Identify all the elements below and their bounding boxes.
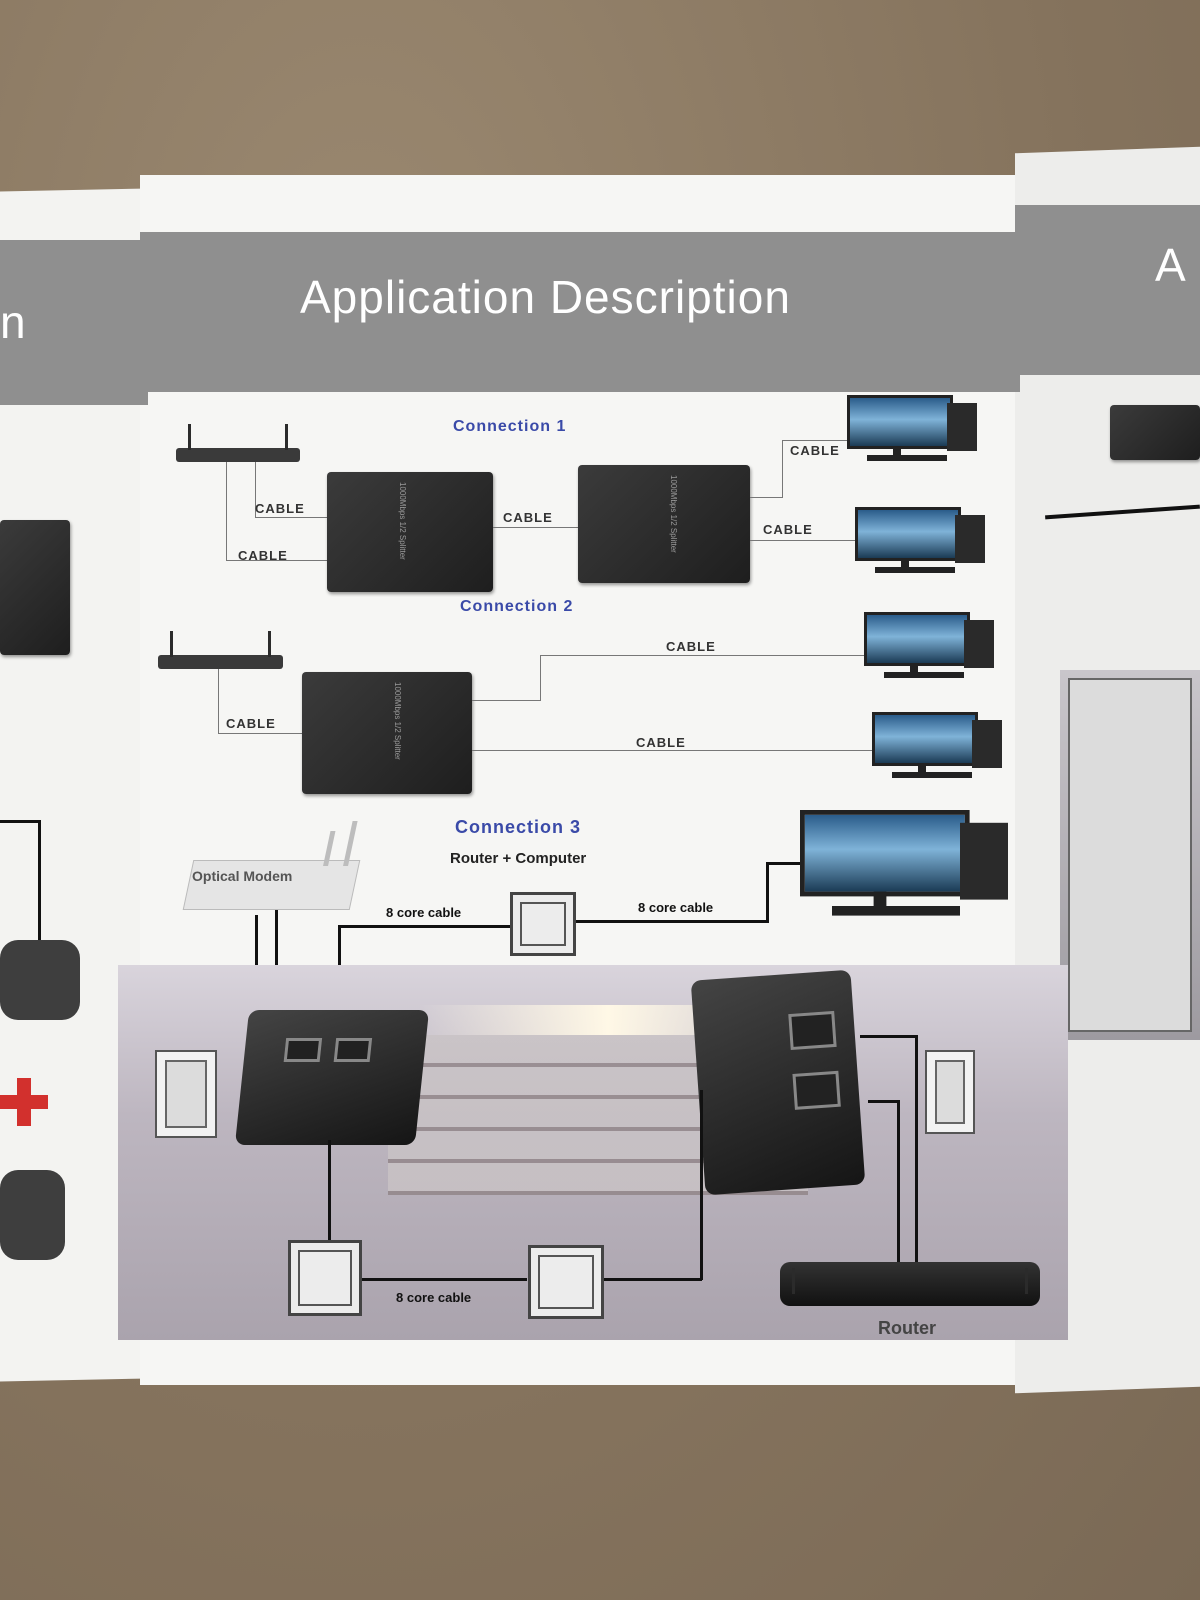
router-icon-1 (176, 424, 300, 462)
conn1-wire-d (226, 560, 327, 561)
ethernet-port-icon (788, 1010, 837, 1051)
conn2-wire-c (472, 700, 540, 701)
conn1-wire-f (750, 497, 782, 498)
conn3-wire-socket-right (576, 920, 766, 923)
conn1-wire-b (255, 462, 256, 517)
wall-plate-right (925, 1050, 975, 1134)
left-wire-vertical (38, 820, 41, 940)
splitter-text: 1000Mbps 1/2 Splitter (669, 475, 678, 553)
conn1-wire-c (255, 517, 327, 518)
conn1-cable-label: CABLE (503, 510, 553, 525)
connection3-title: Connection 3 (455, 817, 582, 837)
conn3-cable-label: 8 core cable (386, 905, 462, 920)
connection3-subtitle: Router + Computer (450, 850, 587, 867)
plus-icon-vertical (17, 1078, 31, 1126)
conn1-cable-label: CABLE (763, 522, 813, 537)
conn1-cable-label: CABLE (255, 501, 305, 516)
conn3-wire-router-c (868, 1100, 898, 1103)
wall-socket-icon (288, 1240, 362, 1316)
camera-icon (0, 940, 80, 1020)
right-photo (1060, 670, 1200, 1040)
conn3-wire-pc (766, 862, 802, 865)
conn3-wire-router-a (860, 1035, 916, 1038)
conn3-wire-room-b (328, 1232, 331, 1240)
conn1-wire-a (226, 462, 227, 560)
splitter-device-1b: 1000Mbps 1/2 Splitter (578, 465, 750, 583)
wall-socket-icon (528, 1245, 604, 1319)
connection1-title: Connection 1 (453, 418, 567, 435)
conn3-wire-room-d (604, 1278, 702, 1281)
splitter-device-1a: 1000Mbps 1/2 Splitter (327, 472, 493, 592)
conn2-wire-e (540, 655, 865, 656)
ethernet-port-icon (333, 1038, 373, 1062)
conn3-wire-pc-up (766, 862, 769, 923)
splitter-text: 1000Mbps 1/2 Splitter (393, 682, 402, 760)
left-header-band (0, 240, 148, 405)
conn1-wire-h (782, 440, 847, 441)
left-heading-fragment: n (0, 296, 27, 348)
right-header-band (1015, 205, 1200, 375)
wall-socket-icon (510, 892, 576, 956)
conn2-cable-label: CABLE (636, 735, 686, 750)
main-header-band (140, 232, 1020, 392)
router-label: Router (878, 1318, 936, 1338)
connection2-title: Connection 2 (460, 598, 574, 615)
conn1-wire-i (750, 540, 855, 541)
conn3-cable-label: 8 core cable (638, 900, 714, 915)
conn1-wire-g (782, 440, 783, 498)
wall-plate-left (155, 1050, 217, 1138)
conn2-wire-b (218, 733, 302, 734)
conn1-wire-e (493, 527, 578, 528)
conn3-wire-modem-down (255, 915, 258, 973)
splitter-device-3b (690, 969, 866, 1196)
left-wire (0, 820, 40, 823)
conn3-wire-to-socket (338, 925, 510, 928)
conn2-wire-a (218, 669, 219, 733)
camera-icon-2 (0, 1170, 65, 1260)
left-splitter-device (0, 520, 70, 655)
conn1-cable-label: CABLE (790, 443, 840, 458)
router-icon-2 (158, 631, 283, 669)
conn2-wire-f (472, 750, 872, 751)
right-heading-fragment: A (1155, 239, 1187, 291)
conn3-wire-room-c (362, 1278, 527, 1281)
splitter-device-2: 1000Mbps 1/2 Splitter (302, 672, 472, 794)
right-device (1110, 405, 1200, 460)
conn2-cable-label: CABLE (666, 639, 716, 654)
ethernet-port-icon (283, 1038, 323, 1062)
splitter-text: 1000Mbps 1/2 Splitter (398, 482, 407, 560)
conn2-wire-d (540, 655, 541, 701)
conn1-cable-label: CABLE (238, 548, 288, 563)
conn3-wire-room-a (328, 1140, 331, 1235)
page-title: Application Description (300, 271, 791, 323)
conn3-wire-router-b (915, 1035, 918, 1265)
optical-modem-label: Optical Modem (192, 868, 293, 884)
splitter-device-3a (234, 1010, 430, 1145)
router-icon-3 (780, 1262, 1040, 1306)
conn3-cable-label: 8 core cable (396, 1290, 472, 1305)
conn3-wire-room-e (700, 1090, 703, 1280)
conn3-wire-router-d (897, 1100, 900, 1265)
conn2-cable-label: CABLE (226, 716, 276, 731)
ethernet-port-icon (792, 1070, 841, 1110)
